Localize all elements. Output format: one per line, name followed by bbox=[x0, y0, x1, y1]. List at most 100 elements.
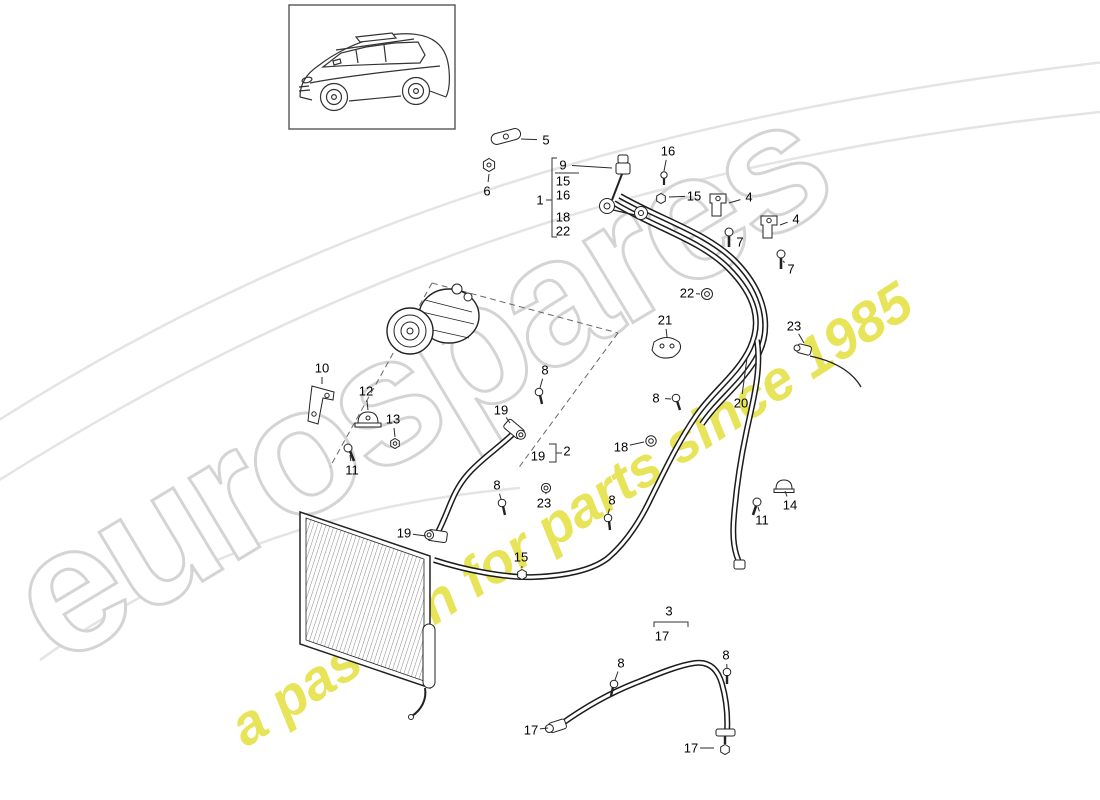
part-label-15: 15 bbox=[555, 173, 571, 189]
bracket-part-4a bbox=[709, 193, 727, 217]
leader-line bbox=[663, 159, 667, 172]
part-label-9: 9 bbox=[559, 157, 567, 173]
hose-20-connector bbox=[733, 559, 746, 570]
part-label-15: 15 bbox=[513, 549, 529, 565]
leader-line bbox=[487, 173, 490, 183]
leader-line bbox=[757, 506, 760, 512]
bolt-part-8-3 bbox=[497, 498, 507, 516]
part-label-8: 8 bbox=[652, 390, 660, 406]
bracket-part-10 bbox=[307, 385, 335, 425]
part-label-16: 16 bbox=[660, 143, 676, 159]
grommet-part-22 bbox=[701, 288, 713, 300]
condenser bbox=[299, 510, 436, 720]
clamp-part-5 bbox=[490, 128, 522, 145]
part-label-18: 18 bbox=[613, 439, 629, 455]
leader-line bbox=[366, 399, 369, 411]
small-parts bbox=[307, 128, 862, 756]
leader-line bbox=[505, 417, 511, 424]
part-label-8: 8 bbox=[617, 655, 625, 671]
part-label-13: 13 bbox=[385, 411, 401, 427]
car-thumbnail bbox=[288, 4, 456, 130]
fitting-part-19b bbox=[424, 529, 448, 544]
bolt-part-8-2 bbox=[671, 393, 682, 411]
group-brackets bbox=[546, 157, 689, 627]
part-label-4: 4 bbox=[745, 189, 753, 205]
hose-fitting-block bbox=[599, 198, 648, 220]
part-label-19: 19 bbox=[493, 402, 509, 418]
part-label-7: 7 bbox=[787, 261, 795, 277]
part-label-20: 20 bbox=[733, 395, 749, 411]
part-label-19: 19 bbox=[530, 448, 546, 464]
leader-line bbox=[614, 671, 619, 681]
valve-part-9 bbox=[611, 154, 631, 201]
part-label-6: 6 bbox=[483, 183, 491, 199]
part-label-8: 8 bbox=[493, 477, 501, 493]
leader-line bbox=[499, 493, 502, 500]
part-label-15: 15 bbox=[686, 188, 702, 204]
leader-line bbox=[668, 195, 686, 198]
swoosh-curves bbox=[0, 61, 1100, 662]
bolt-part-8-5 bbox=[609, 679, 619, 697]
leader-line bbox=[798, 333, 805, 344]
bracket-part-21 bbox=[651, 337, 681, 359]
part-label-17: 17 bbox=[523, 722, 539, 738]
stud-part-16 bbox=[660, 171, 668, 185]
nut-part-15b bbox=[517, 568, 527, 581]
leader-line bbox=[520, 138, 538, 141]
part-label-8: 8 bbox=[722, 647, 730, 663]
grommet-part-18b bbox=[645, 435, 657, 447]
refrigerant-hoses bbox=[432, 193, 769, 734]
part-label-17: 17 bbox=[654, 628, 670, 644]
leader-line bbox=[728, 199, 741, 204]
part-label-11: 11 bbox=[755, 512, 769, 528]
bolt-part-7b bbox=[776, 249, 786, 269]
part-label-12: 12 bbox=[358, 383, 374, 399]
part-label-7: 7 bbox=[736, 234, 744, 250]
leader-line bbox=[539, 727, 549, 730]
part-label-4: 4 bbox=[792, 211, 800, 227]
part-label-5: 5 bbox=[542, 132, 550, 148]
nut-part-13 bbox=[390, 437, 400, 450]
part-label-10: 10 bbox=[314, 360, 330, 376]
flange-part-17r bbox=[715, 728, 736, 756]
bolt-part-8-4 bbox=[603, 513, 613, 531]
leader-line bbox=[393, 427, 396, 438]
bracket-part-4b bbox=[760, 215, 778, 239]
part-label-22: 22 bbox=[555, 223, 571, 239]
bolt-part-8-6 bbox=[722, 667, 732, 684]
leader-line bbox=[629, 441, 645, 446]
leader-line bbox=[539, 378, 544, 389]
receiver-drier bbox=[422, 623, 436, 689]
part-label-1: 1 bbox=[536, 192, 544, 208]
leader-line bbox=[665, 328, 668, 338]
mount-part-14 bbox=[773, 479, 795, 493]
compressor bbox=[386, 283, 480, 355]
part-label-22: 22 bbox=[679, 285, 695, 301]
leader-line bbox=[741, 357, 748, 395]
nut-part-15a bbox=[656, 192, 666, 205]
part-label-23: 23 bbox=[786, 318, 802, 334]
leader-line bbox=[349, 454, 352, 462]
part-label-19: 19 bbox=[396, 525, 412, 541]
part-label-8: 8 bbox=[541, 362, 549, 378]
fitting-part-19a bbox=[503, 418, 526, 440]
bolt-part-8-1 bbox=[534, 387, 544, 405]
part-label-14: 14 bbox=[782, 497, 798, 513]
bolt-part-7a bbox=[724, 227, 734, 247]
leader-line bbox=[784, 490, 788, 497]
leader-line bbox=[607, 508, 610, 515]
part-label-3: 3 bbox=[665, 603, 673, 619]
part-label-23: 23 bbox=[536, 495, 552, 511]
nut-part-6 bbox=[482, 157, 496, 173]
part-label-2: 2 bbox=[563, 443, 571, 459]
part-label-11: 11 bbox=[345, 462, 359, 478]
bolt-part-11b bbox=[751, 497, 762, 516]
part-label-18: 18 bbox=[555, 209, 571, 225]
part-label-21: 21 bbox=[657, 312, 673, 328]
fitting-part-17l bbox=[544, 718, 567, 734]
bolt-part-11a bbox=[343, 443, 356, 462]
